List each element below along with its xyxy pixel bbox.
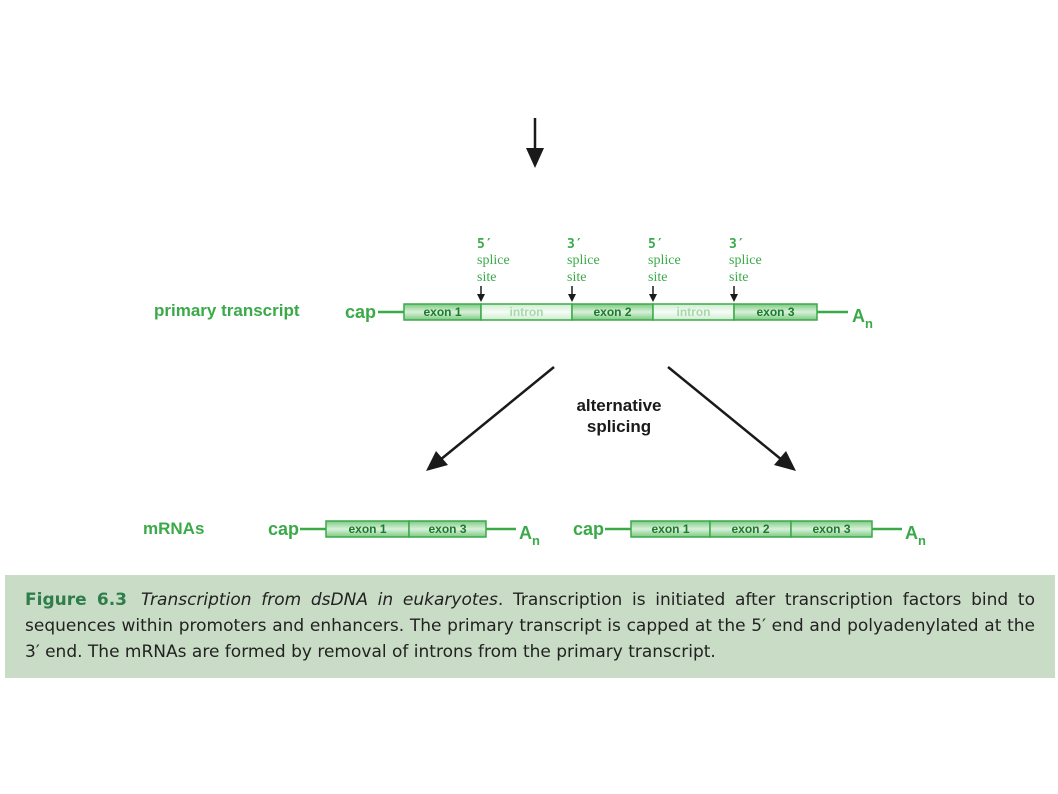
primary-transcript-label: primary transcript bbox=[154, 301, 300, 320]
svg-text:5′: 5′ bbox=[477, 237, 493, 252]
svg-text:splice: splice bbox=[648, 253, 681, 268]
svg-text:exon 3: exon 3 bbox=[428, 522, 466, 536]
svg-text:exon 2: exon 2 bbox=[593, 305, 631, 319]
alternative-splicing-label-line1: alternative bbox=[576, 396, 661, 415]
mrnas-label: mRNAs bbox=[143, 519, 204, 538]
alternative-splicing-label-line2: splicing bbox=[587, 417, 651, 436]
transcription-arrow bbox=[526, 118, 544, 168]
svg-text:exon 3: exon 3 bbox=[756, 305, 794, 319]
svg-text:site: site bbox=[567, 270, 586, 285]
splice-site-1: 5′ splice site bbox=[477, 237, 510, 302]
mrna-left-polya-tail: An bbox=[519, 523, 540, 548]
svg-text:exon 3: exon 3 bbox=[812, 522, 850, 536]
splice-site-4: 3′ splice site bbox=[729, 237, 762, 302]
svg-text:site: site bbox=[477, 270, 496, 285]
svg-text:5′: 5′ bbox=[648, 237, 664, 252]
segment-intron-1: intron bbox=[480, 303, 573, 321]
svg-text:site: site bbox=[648, 270, 667, 285]
mrna-left-cap: cap bbox=[268, 519, 299, 539]
svg-text:splice: splice bbox=[477, 253, 510, 268]
svg-text:3′: 3′ bbox=[729, 237, 745, 252]
splicing-arrow-right bbox=[667, 366, 796, 471]
figure-title: Transcription from dsDNA in eukaryotes bbox=[140, 590, 498, 610]
splice-arrow-icon bbox=[568, 294, 576, 302]
mrna-right: cap exon 1 exon 2 exon 3 An bbox=[573, 519, 926, 548]
mrna-left: cap exon 1 exon 3 An bbox=[268, 519, 540, 548]
svg-text:splice: splice bbox=[567, 253, 600, 268]
svg-text:exon 2: exon 2 bbox=[731, 522, 769, 536]
primary-cap-label: cap bbox=[345, 302, 376, 322]
splice-site-2: 3′ splice site bbox=[567, 237, 600, 302]
segment-exon-1: exon 1 bbox=[403, 303, 482, 321]
segment-exon-3: exon 3 bbox=[733, 303, 818, 321]
primary-polya-tail: An bbox=[852, 306, 873, 331]
mrna-right-polya-tail: An bbox=[905, 523, 926, 548]
svg-text:intron: intron bbox=[510, 305, 544, 319]
segment-intron-2: intron bbox=[652, 303, 735, 321]
splice-arrow-icon bbox=[730, 294, 738, 302]
figure-number: Figure 6.3 bbox=[25, 590, 127, 610]
svg-text:3′: 3′ bbox=[567, 237, 583, 252]
figure-caption: Figure 6.3 Transcription from dsDNA in eu… bbox=[5, 575, 1055, 678]
svg-text:splice: splice bbox=[729, 253, 762, 268]
splice-site-3: 5′ splice site bbox=[648, 237, 681, 302]
mrna-right-cap: cap bbox=[573, 519, 604, 539]
splice-arrow-icon bbox=[477, 294, 485, 302]
splice-arrow-icon bbox=[649, 294, 657, 302]
segment-exon-2: exon 2 bbox=[571, 303, 654, 321]
svg-text:exon 1: exon 1 bbox=[423, 305, 461, 319]
svg-text:exon 1: exon 1 bbox=[348, 522, 386, 536]
svg-text:intron: intron bbox=[677, 305, 711, 319]
svg-text:site: site bbox=[729, 270, 748, 285]
svg-text:exon 1: exon 1 bbox=[651, 522, 689, 536]
figure-caption-body: . Transcription is initiated after trans… bbox=[25, 590, 1035, 662]
splicing-diagram: primary transcript cap An exon 1 intron … bbox=[143, 118, 926, 548]
splicing-arrow-left bbox=[426, 366, 555, 471]
primary-transcript-bar: exon 1 intron exon 2 intron exon 3 bbox=[403, 303, 818, 321]
